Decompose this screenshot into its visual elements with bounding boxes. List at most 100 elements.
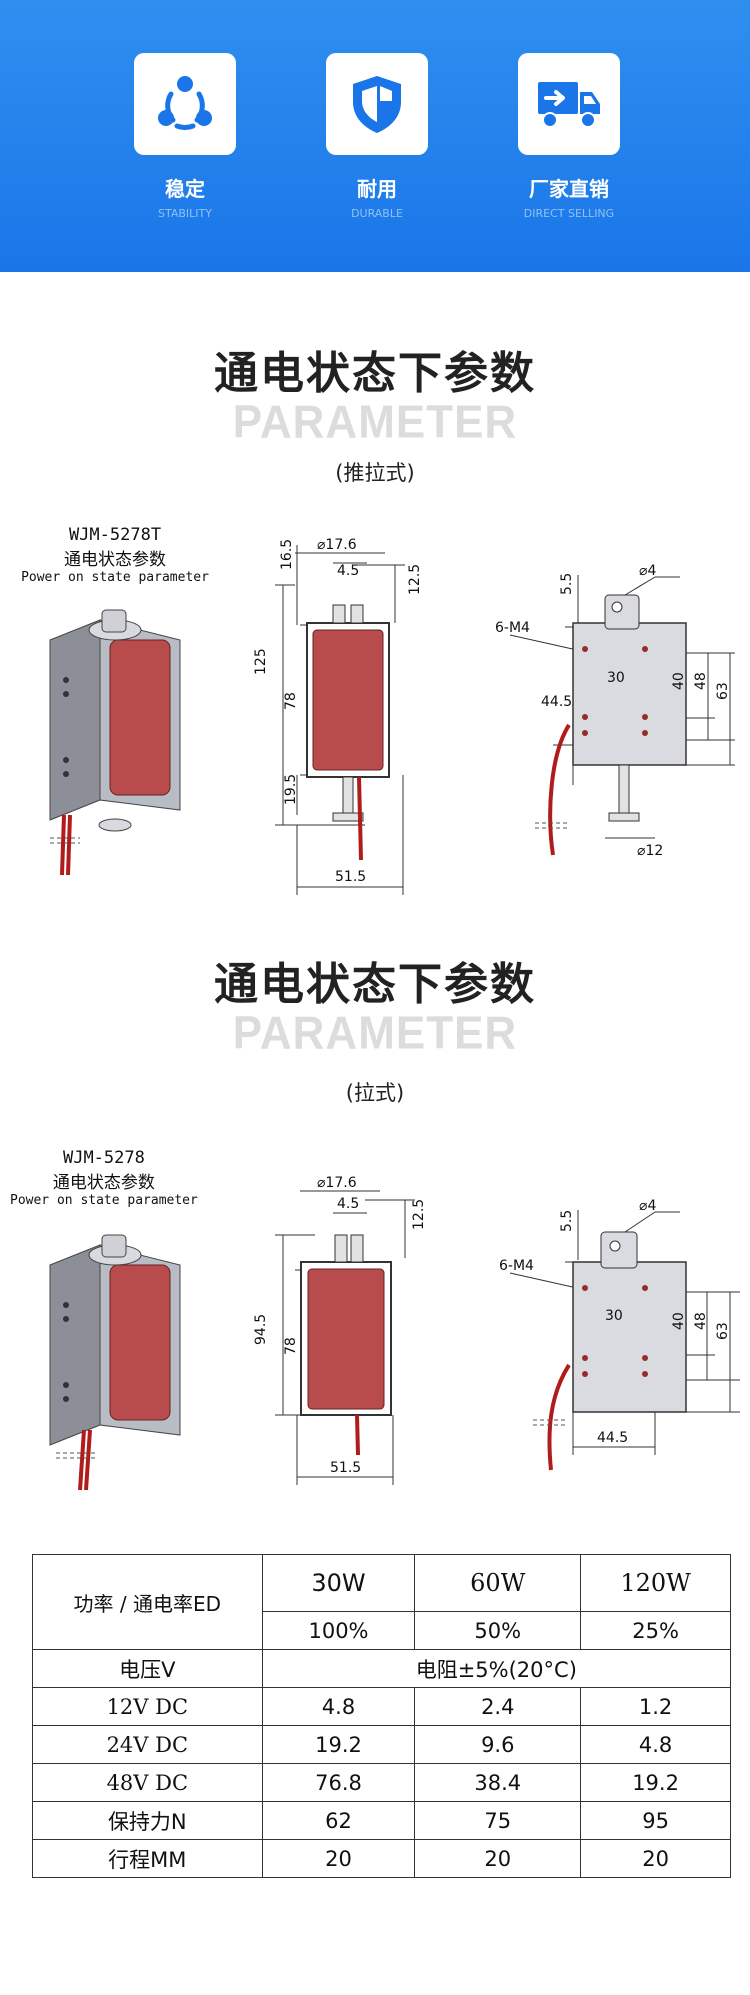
feature-tile [518, 53, 620, 155]
dim-h48: 48 [693, 672, 709, 690]
dim-right-top: 12.5 [407, 564, 423, 595]
front-view-drawing: ⌀17.6 4.5 125 78 16.5 12.5 19.5 51.5 [253, 537, 423, 895]
dim-h63: 63 [715, 682, 731, 700]
caption-en: Power on state parameter [21, 570, 209, 585]
caption-zh: 通电状态参数 [64, 550, 166, 570]
row-label: 12V DC [32, 1687, 263, 1726]
table-cell: 20 [261, 1839, 416, 1878]
caption-en: Power on state parameter [10, 1193, 198, 1208]
row-label: 48V DC [32, 1763, 263, 1802]
front-view-drawing: ⌀17.6 4.5 94.5 78 12.5 51.5 [253, 1175, 427, 1485]
table-row: 行程MM 20 20 20 [32, 1839, 731, 1878]
dim-side-diameter: ⌀4 [639, 563, 656, 579]
dim-thread: 6-M4 [495, 620, 530, 636]
dim-side-top: 5.5 [559, 573, 575, 595]
table-row: 12V DC 4.8 2.4 1.2 [32, 1687, 731, 1726]
feature-tile [134, 53, 236, 155]
share-icon [158, 76, 212, 130]
feature-subtitle: DURABLE [351, 207, 403, 220]
row-label: 行程MM [32, 1839, 263, 1878]
dim-side-top: 5.5 [559, 1210, 575, 1232]
dim-hole: 30 [607, 670, 625, 686]
table-cell: 4.8 [580, 1725, 731, 1764]
power-cell: 120W [580, 1554, 731, 1612]
caption-zh: 通电状态参数 [52, 1173, 155, 1193]
dim-side-width: 44.5 [597, 1430, 628, 1446]
section-title-en: PARAMETER [232, 1007, 518, 1060]
section-title-en: PARAMETER [232, 396, 518, 449]
section-title: 通电状态下参数 [214, 959, 536, 1010]
table-cell: 76.8 [261, 1763, 416, 1802]
row-label: 24V DC [32, 1725, 263, 1764]
dim-hole: 30 [605, 1308, 623, 1324]
dim-pin: 4.5 [337, 563, 359, 579]
dim-top: 16.5 [279, 539, 295, 570]
product-isometric [49, 609, 181, 876]
feature-banner: 稳定 STABILITY 耐用 DURABLE 厂家直销 DIRECT S [0, 0, 750, 272]
table-row: 24V DC 19.2 9.6 4.8 [32, 1725, 731, 1764]
dim-overall: 125 [253, 648, 269, 675]
dim-h63: 63 [715, 1322, 731, 1340]
table-cell: 19.2 [261, 1725, 416, 1764]
table-row: 电压V 电阻±5%(20°C) [32, 1649, 732, 1688]
dim-diameter: ⌀17.6 [317, 1175, 357, 1191]
drawing-caption: WJM-5278 通电状态参数 Power on state parameter [10, 1148, 198, 1208]
feature-title: 厂家直销 [529, 177, 609, 201]
table-cell: 1.2 [580, 1687, 731, 1726]
dim-side-width: 44.5 [541, 694, 572, 710]
dim-h40: 40 [671, 1312, 687, 1330]
dim-plunger: ⌀12 [637, 843, 663, 859]
dim-h48: 48 [693, 1312, 709, 1330]
dim-body: 78 [283, 1337, 299, 1355]
table-row: 功率 / 通电率ED 30W 60W 120W [32, 1554, 731, 1650]
dim-body: 78 [283, 692, 299, 710]
table-row: 48V DC 76.8 38.4 19.2 [32, 1763, 731, 1802]
dim-bottom: 19.5 [283, 774, 299, 805]
resistance-label: 电阻±5%(20°C) [261, 1649, 732, 1688]
feature-subtitle: DIRECT SELLING [523, 207, 615, 220]
section-subtitle: (推拉式) [335, 461, 415, 485]
dim-h40: 40 [671, 672, 687, 690]
dim-width: 51.5 [335, 869, 366, 885]
table-cell: 75 [414, 1801, 582, 1840]
table-cell: 9.6 [414, 1725, 582, 1764]
section-subtitle: (拉式) [345, 1081, 405, 1105]
dim-side-diameter: ⌀4 [639, 1198, 656, 1214]
duty-cell: 25% [580, 1611, 731, 1650]
feature-subtitle: STABILITY [158, 207, 212, 220]
feature-stability: 稳定 STABILITY [134, 53, 236, 220]
dim-width: 51.5 [330, 1460, 361, 1476]
table-cell: 19.2 [580, 1763, 731, 1802]
feature-durable: 耐用 DURABLE [326, 53, 428, 220]
spec-table: 功率 / 通电率ED 30W 60W 120W 100% 50% 25% 电压V… [32, 1554, 732, 1878]
feature-tile [326, 53, 428, 155]
dim-diameter: ⌀17.6 [317, 537, 357, 553]
table-cell: 20 [414, 1839, 582, 1878]
dim-thread: 6-M4 [499, 1258, 534, 1274]
table-row: 100% 50% 25% [33, 1611, 731, 1650]
duty-cell: 100% [261, 1611, 416, 1650]
table-cell: 38.4 [414, 1763, 582, 1802]
dim-overall: 94.5 [253, 1314, 269, 1345]
table-cell: 95 [580, 1801, 731, 1840]
row-label: 保持力N [32, 1801, 263, 1840]
table-cell: 4.8 [261, 1687, 416, 1726]
table-row: 保持力N 62 75 95 [32, 1801, 731, 1840]
section-title: 通电状态下参数 [214, 348, 536, 399]
duty-cell: 50% [414, 1611, 582, 1650]
model-number: WJM-5278 [62, 1148, 145, 1168]
drawing-caption: WJM-5278T 通电状态参数 Power on state paramete… [10, 525, 220, 585]
power-cell: 30W [261, 1554, 416, 1612]
feature-title: 稳定 [165, 177, 205, 201]
side-view-drawing: ⌀4 5.5 6-M4 30 40 48 63 44.5 ⌀12 [495, 563, 735, 859]
side-view-drawing: ⌀4 5.5 6-M4 30 40 48 63 44.5 [499, 1198, 740, 1471]
product-isometric [49, 1234, 181, 1491]
table-cell: 62 [261, 1801, 416, 1840]
header-power-duty: 功率 / 通电率ED [32, 1554, 263, 1650]
voltage-label: 电压V [32, 1649, 263, 1688]
power-cell: 60W [414, 1554, 582, 1612]
dim-right-top: 12.5 [411, 1199, 427, 1230]
shield-icon [353, 76, 401, 133]
truck-icon [538, 82, 600, 128]
model-number: WJM-5278T [68, 525, 162, 545]
